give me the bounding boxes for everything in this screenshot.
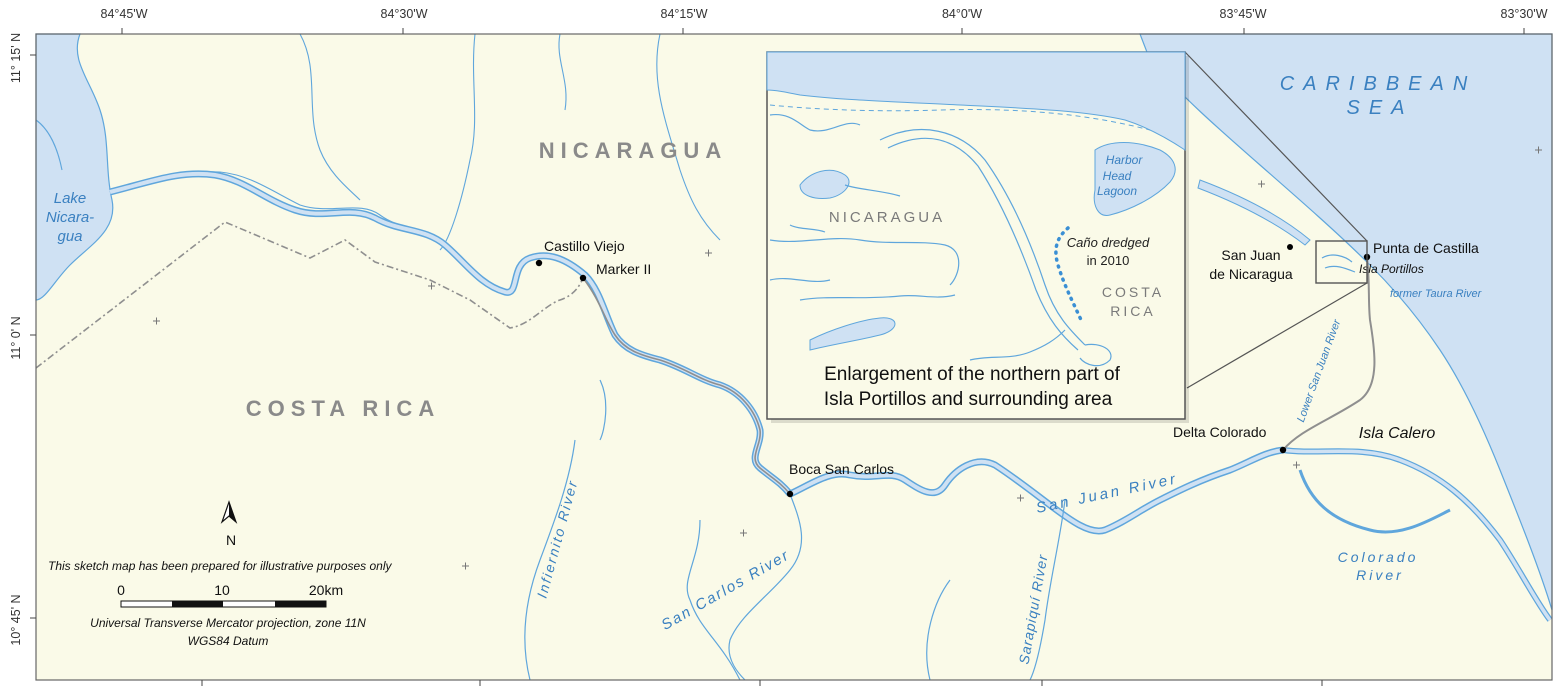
north-label: N (226, 532, 236, 548)
coord-left-1: 11° 15' N (9, 33, 23, 83)
label-lake-3: gua (57, 228, 82, 245)
label-sea: SEA (1346, 97, 1413, 119)
inset-label-rica: RICA (1110, 303, 1155, 319)
inset-locator-box (1315, 240, 1368, 284)
label-nicaragua: NICARAGUA (539, 138, 727, 163)
locator-channels (1321, 254, 1356, 273)
label-punta-castilla: Punta de Castilla (1373, 240, 1479, 256)
inset-label-nicaragua: NICARAGUA (829, 209, 945, 226)
inset-label-harbor: Harbor (1106, 153, 1144, 167)
disclaimer-text: This sketch map has been prepared for il… (48, 559, 393, 573)
border-river-segment (582, 277, 791, 495)
inset-label-head: Head (1103, 169, 1132, 183)
label-boca-san-carlos: Boca San Carlos (789, 461, 894, 477)
datum-text: WGS84 Datum (188, 634, 269, 648)
scale-label-0: 0 (117, 582, 125, 598)
label-delta-colorado: Delta Colorado (1173, 424, 1267, 440)
lower-san-juan-river (1282, 256, 1376, 451)
inset-caption-line2: Isla Portillos and surrounding area (824, 389, 1113, 410)
frame-ticks (30, 28, 1525, 686)
inset-connector-top (1184, 51, 1368, 242)
inset-label-cano-2: in 2010 (1087, 253, 1130, 268)
marker-san-juan (1287, 244, 1293, 250)
coord-top-3: 84°15'W (661, 7, 708, 21)
coord-top-1: 84°45'W (101, 7, 148, 21)
label-san-juan-1: San Juan (1221, 247, 1280, 263)
projection-text: Universal Transverse Mercator projection… (90, 616, 366, 630)
label-lake-1: Lake (54, 190, 87, 207)
coord-left-3: 10° 45' N (9, 594, 23, 645)
inset-harbor-head-lagoon (1093, 142, 1176, 216)
inset-connector-bottom (1186, 282, 1368, 389)
marker-delta-colorado (1279, 446, 1287, 454)
label-isla-portillos: Isla Portillos (1359, 262, 1424, 276)
inset-lagoon-1 (799, 169, 850, 199)
scale-label-20: 20km (309, 582, 343, 598)
inset-label-costa: COSTA (1102, 284, 1164, 300)
label-san-juan-2: de Nicaragua (1209, 266, 1292, 282)
inset-channels (769, 113, 1112, 367)
marker-ii-dot (579, 274, 587, 282)
coord-top-4: 84°0'W (942, 7, 982, 21)
inset-caption-line1: Enlargement of the northern part of (824, 364, 1120, 385)
lake-nicaragua (35, 33, 114, 301)
inset-cano-dredged (1054, 226, 1084, 324)
label-lake-2: Nicara- (46, 209, 94, 226)
place-markers (535, 244, 1371, 498)
marker-castillo-viejo (535, 259, 543, 267)
north-arrow: N (220, 500, 238, 548)
caribbean-sea (1139, 33, 1553, 611)
grid-crosses (153, 146, 1542, 570)
coord-top-6: 83°30'W (1501, 7, 1548, 21)
inset-lagoon-2 (809, 317, 896, 351)
border-line (35, 221, 584, 369)
scale-bar (120, 600, 327, 608)
inset-label-lagoon: Lagoon (1097, 184, 1137, 198)
coord-top-5: 83°45'W (1220, 7, 1267, 21)
inset-label-cano-1: Caño dredged (1067, 235, 1150, 250)
coord-left-2: 11° 0' N (9, 316, 23, 359)
label-colorado-2: River (1356, 567, 1404, 583)
label-colorado-1: Colorado (1338, 549, 1419, 565)
coord-top-2: 84°30'W (381, 7, 428, 21)
san-juan-river-lower-core (789, 448, 1284, 533)
label-costa-rica: COSTA RICA (246, 396, 440, 421)
inset-panel: NICARAGUA COSTA RICA Harbor Head Lagoon … (766, 51, 1189, 423)
map-frame (35, 33, 1553, 681)
north-arrow-half (229, 502, 236, 522)
label-taura: former Taura River (1390, 288, 1483, 300)
label-castillo-viejo: Castillo Viejo (544, 238, 625, 254)
inset-coast-dashed (769, 104, 1151, 131)
label-caribbean: CARIBBEAN (1280, 73, 1477, 95)
label-isla-calero: Isla Calero (1359, 425, 1436, 442)
marker-boca-san-carlos (786, 490, 794, 498)
scale-label-10: 10 (214, 582, 230, 598)
colorado-river-core (1282, 448, 1552, 622)
caribbean-coast-strip (1197, 179, 1311, 246)
label-marker-ii: Marker II (596, 261, 651, 277)
colorado-branch (1298, 469, 1451, 534)
southern-rivers (524, 379, 1066, 681)
